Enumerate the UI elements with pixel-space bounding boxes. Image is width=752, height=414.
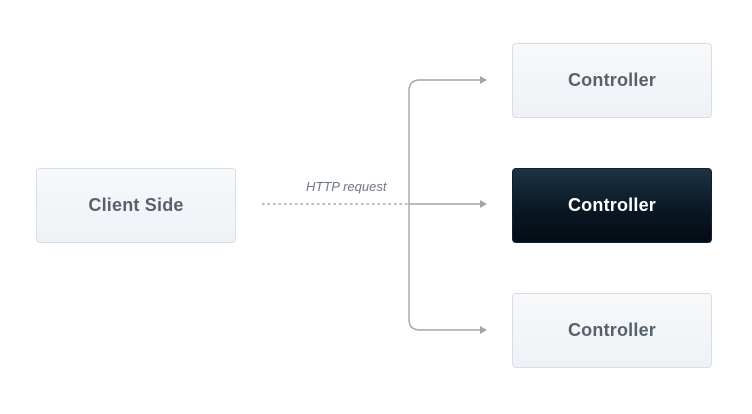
arrowhead-middle: [480, 200, 487, 208]
branch-trunk: [408, 79, 480, 331]
client-side-label: Client Side: [88, 195, 184, 215]
controller-label: Controller: [567, 70, 656, 90]
client-side-box: Client Side: [36, 168, 236, 243]
controller-box-bottom: Controller: [512, 293, 712, 368]
arrowhead-top: [480, 76, 487, 84]
controller-box-middle-active: Controller: [512, 168, 712, 243]
arrowhead-bottom: [480, 326, 487, 334]
http-request-label: HTTP request: [306, 179, 387, 194]
controller-box-top: Controller: [512, 43, 712, 118]
controller-label: Controller: [567, 320, 656, 340]
controller-label: Controller: [567, 195, 656, 215]
